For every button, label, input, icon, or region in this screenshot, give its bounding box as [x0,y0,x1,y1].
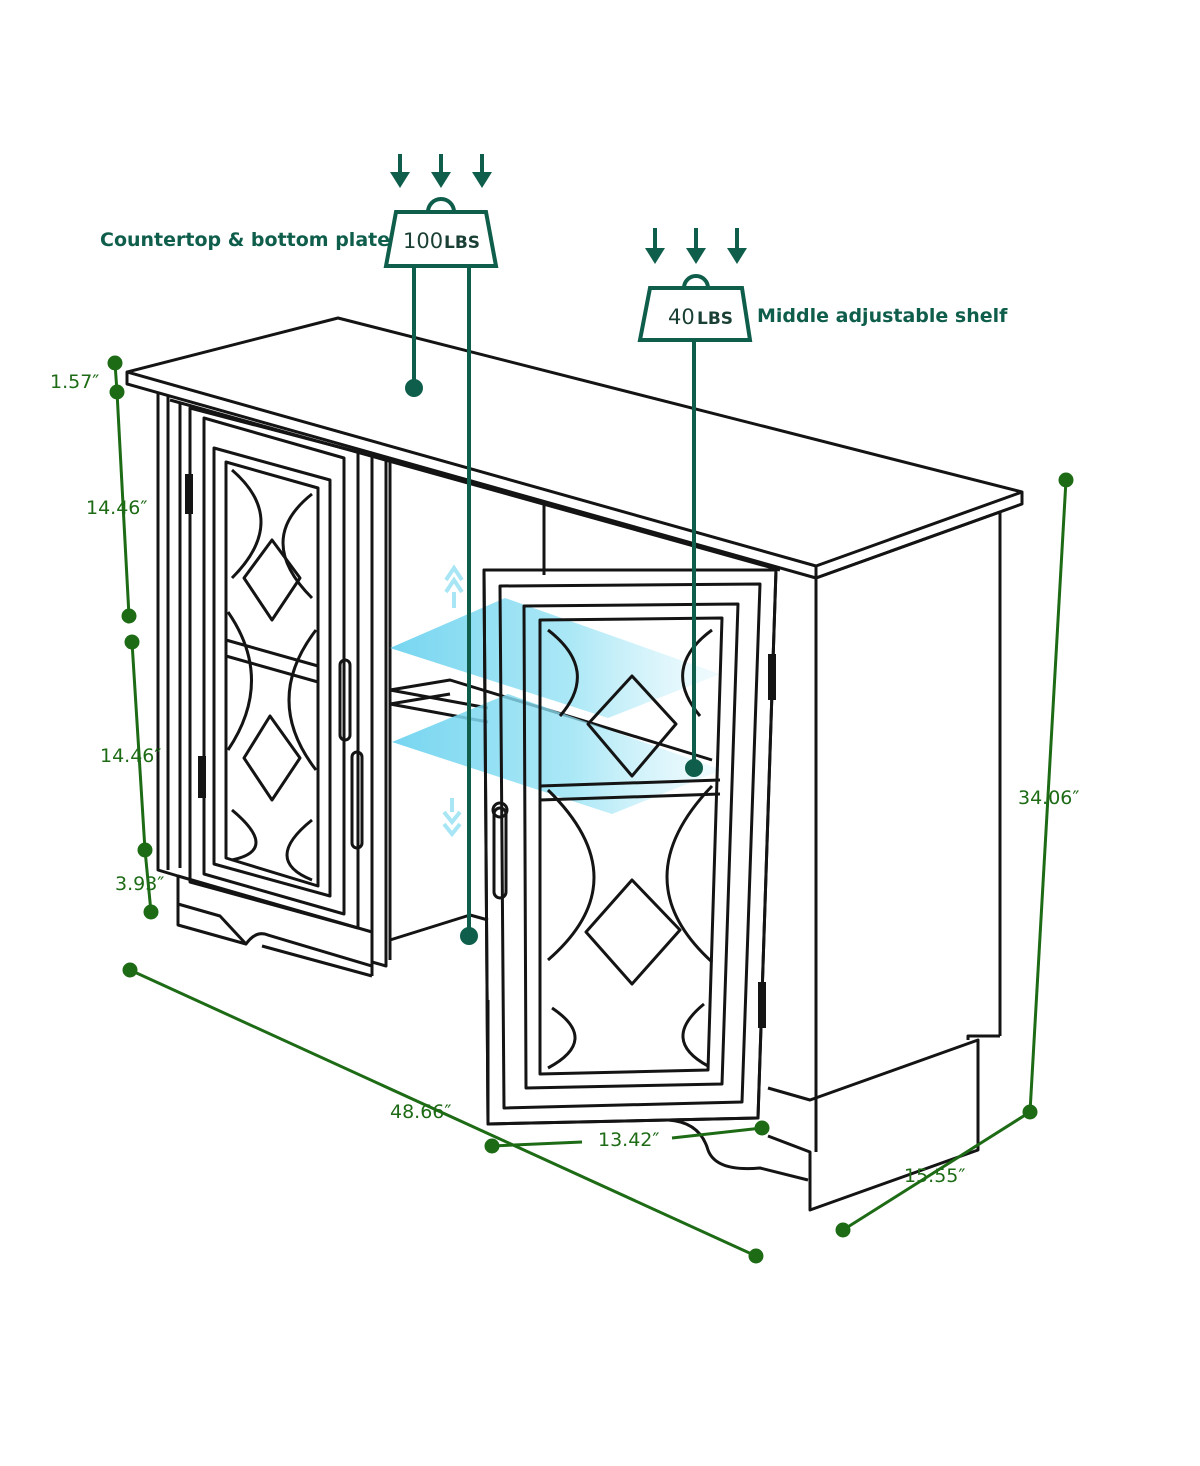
weight-icon [637,274,753,342]
dim-total-height: 34.06″ [1018,787,1080,809]
dim-depth: 15.55″ [904,1165,966,1187]
dim-lower-section: 14.46″ [100,745,162,767]
weight-icon [383,197,499,268]
dim-base-height: 3.93″ [115,873,164,895]
weight-annotations: 100 LBS Countertop & bottom plate 40 LBS… [100,154,1008,945]
dim-width: 48.66″ [390,1101,452,1123]
door-handle-icon [492,806,508,900]
down-arrow-icon [645,228,747,264]
up-arrow-icon [444,564,464,608]
door-handle-icon [350,750,364,850]
interior [371,453,713,942]
weight-unit-shelf: LBS [697,309,733,329]
shelf-highlight-upper [390,598,720,718]
dim-upper-section: 14.46″ [86,497,148,519]
dimension-lines [107,355,1074,1264]
weight-value-top: 100 [403,229,443,253]
weight-value-shelf: 40 [668,305,695,329]
shelf-label: Middle adjustable shelf [757,305,1008,327]
plinth [767,1038,980,1212]
down-chevron-icon [442,798,462,838]
left-door [188,406,388,968]
countertop-label: Countertop & bottom plate [100,229,390,251]
right-door [482,568,778,1126]
dim-door-width: 13.42″ [598,1129,660,1151]
cabinet-side [814,510,1002,1152]
down-arrow-icon [390,154,492,188]
dim-top-thickness: 1.57″ [50,371,99,393]
hinge-icon [758,654,776,1028]
door-handle-icon [338,658,352,742]
hinge-icon [185,474,206,798]
dimension-labels: 1.57″ 14.46″ 14.46″ 3.93″ 34.06″ 48.66″ … [50,371,1080,1187]
weight-unit-top: LBS [444,233,480,253]
